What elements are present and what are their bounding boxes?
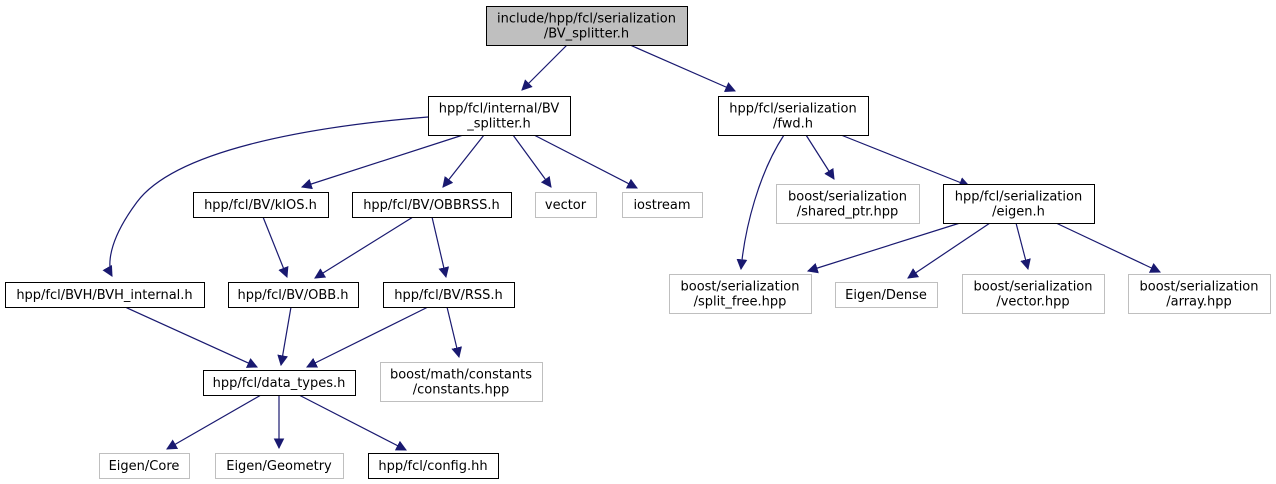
node-box xyxy=(962,274,1105,314)
node-label-line: boost/serialization xyxy=(680,280,799,295)
node-label-line: Eigen/Geometry xyxy=(226,459,332,474)
node-eigen-geometry[interactable]: Eigen/Geometry xyxy=(215,453,344,479)
node-label-line: hpp/fcl/BVH/BVH_internal.h xyxy=(16,288,192,303)
node-bvh-internal[interactable]: hpp/fcl/BVH/BVH_internal.h xyxy=(5,282,205,308)
node-box xyxy=(486,6,688,46)
edges-layer xyxy=(102,44,1161,451)
node-vector[interactable]: vector xyxy=(535,192,597,218)
node-label-line: boost/math/constants xyxy=(390,368,532,383)
edge-data_types-to-eigen_core xyxy=(166,394,262,450)
node-box xyxy=(228,282,359,308)
node-internal-bv-splitter[interactable]: hpp/fcl/internal/BV_splitter.h xyxy=(428,96,571,136)
node-label-line: hpp/fcl/config.hh xyxy=(378,459,487,474)
node-ser-array[interactable]: boost/serialization/array.hpp xyxy=(1128,274,1271,314)
node-label-line: boost/serialization xyxy=(1139,280,1258,295)
edge-internal_bv_splitter-to-vector xyxy=(512,134,552,188)
node-box xyxy=(835,282,938,308)
node-box xyxy=(428,96,571,136)
node-serialization-fwd[interactable]: hpp/fcl/serialization/fwd.h xyxy=(718,96,869,136)
node-box xyxy=(99,453,190,479)
node-label-line: vector xyxy=(545,198,587,213)
edge-serialization_fwd-to-ser_eigen xyxy=(840,134,971,188)
edge-ser_eigen-to-ser_array xyxy=(1055,222,1161,273)
node-root[interactable]: include/hpp/fcl/serialization/BV_splitte… xyxy=(486,6,688,46)
node-obbrss[interactable]: hpp/fcl/BV/OBBRSS.h xyxy=(352,192,512,218)
node-split-free[interactable]: boost/serialization/split_free.hpp xyxy=(669,274,812,314)
node-label-line: /vector.hpp xyxy=(996,295,1069,310)
node-data-types[interactable]: hpp/fcl/data_types.h xyxy=(203,370,356,396)
node-eigen-core[interactable]: Eigen/Core xyxy=(99,453,190,479)
node-box xyxy=(776,184,920,224)
node-box xyxy=(669,274,812,314)
edge-ser_eigen-to-eigen_dense xyxy=(907,222,991,279)
node-kios[interactable]: hpp/fcl/BV/kIOS.h xyxy=(193,192,329,218)
node-box xyxy=(1128,274,1271,314)
node-constants[interactable]: boost/math/constants/constants.hpp xyxy=(380,362,543,402)
node-label-line: hpp/fcl/BV/RSS.h xyxy=(394,288,503,303)
node-box xyxy=(368,453,499,479)
node-box xyxy=(5,282,205,308)
edge-obbrss-to-rss xyxy=(431,216,450,279)
node-label-line: iostream xyxy=(633,198,690,213)
node-label-line: hpp/fcl/BV/kIOS.h xyxy=(204,198,317,213)
node-label-line: hpp/fcl/BV/OBB.h xyxy=(237,288,348,303)
node-label-line: /array.hpp xyxy=(1166,295,1232,310)
edge-data_types-to-config xyxy=(298,394,407,451)
node-label-line: boost/serialization xyxy=(788,190,907,205)
node-label-line: /split_free.hpp xyxy=(694,295,787,310)
node-label-line: hpp/fcl/serialization xyxy=(955,190,1082,205)
node-label-line: Eigen/Dense xyxy=(845,288,927,303)
node-ser-eigen[interactable]: hpp/fcl/serialization/eigen.h xyxy=(943,184,1095,224)
edge-bvh_internal-to-data_types xyxy=(124,306,258,368)
node-box xyxy=(383,282,515,308)
node-obb[interactable]: hpp/fcl/BV/OBB.h xyxy=(228,282,359,308)
node-ser-vector[interactable]: boost/serialization/vector.hpp xyxy=(962,274,1105,314)
edge-ser_eigen-to-split_free xyxy=(806,222,961,274)
edge-internal_bv_splitter-to-kios xyxy=(300,134,464,190)
node-box xyxy=(535,192,597,218)
node-box xyxy=(718,96,869,136)
node-label-line: hpp/fcl/internal/BV xyxy=(439,102,560,117)
node-shared-ptr[interactable]: boost/serialization/shared_ptr.hpp xyxy=(776,184,920,224)
edge-internal_bv_splitter-to-bvh_internal xyxy=(102,116,429,277)
edge-obbrss-to-obb xyxy=(314,216,414,279)
node-label-line: /shared_ptr.hpp xyxy=(797,205,899,220)
node-config[interactable]: hpp/fcl/config.hh xyxy=(368,453,499,479)
node-box xyxy=(380,362,543,402)
edge-internal_bv_splitter-to-iostream xyxy=(533,134,638,189)
edge-root-to-internal_bv_splitter xyxy=(521,44,568,91)
edge-serialization_fwd-to-split_free xyxy=(736,134,785,271)
node-box xyxy=(193,192,329,218)
node-label-line: Eigen/Core xyxy=(109,459,180,474)
edge-rss-to-data_types xyxy=(306,306,429,368)
node-rss[interactable]: hpp/fcl/BV/RSS.h xyxy=(383,282,515,308)
edge-root-to-serialization_fwd xyxy=(629,44,736,93)
edge-kios-to-obb xyxy=(262,216,289,279)
node-box xyxy=(943,184,1095,224)
node-label-line: hpp/fcl/data_types.h xyxy=(213,376,346,391)
node-iostream[interactable]: iostream xyxy=(622,192,703,218)
nodes-layer: include/hpp/fcl/serialization/BV_splitte… xyxy=(5,6,1271,479)
edge-ser_eigen-to-ser_vector xyxy=(1015,222,1031,271)
edge-obb-to-data_types xyxy=(277,306,292,367)
node-label-line: include/hpp/fcl/serialization xyxy=(497,12,676,27)
edge-rss-to-constants xyxy=(446,306,462,359)
node-box xyxy=(622,192,703,218)
node-label-line: _splitter.h xyxy=(466,117,530,132)
node-label-line: hpp/fcl/serialization xyxy=(729,102,856,117)
node-box xyxy=(215,453,344,479)
node-box xyxy=(203,370,356,396)
node-label-line: /fwd.h xyxy=(773,117,813,132)
edge-serialization_fwd-to-shared_ptr xyxy=(805,134,835,180)
node-label-line: /constants.hpp xyxy=(413,383,510,398)
node-label-line: hpp/fcl/BV/OBBRSS.h xyxy=(363,198,500,213)
node-box xyxy=(352,192,512,218)
node-label-line: /eigen.h xyxy=(992,205,1045,220)
node-eigen-dense[interactable]: Eigen/Dense xyxy=(835,282,938,308)
node-label-line: /BV_splitter.h xyxy=(544,27,629,42)
edge-internal_bv_splitter-to-obbrss xyxy=(442,134,485,188)
node-label-line: boost/serialization xyxy=(973,280,1092,295)
